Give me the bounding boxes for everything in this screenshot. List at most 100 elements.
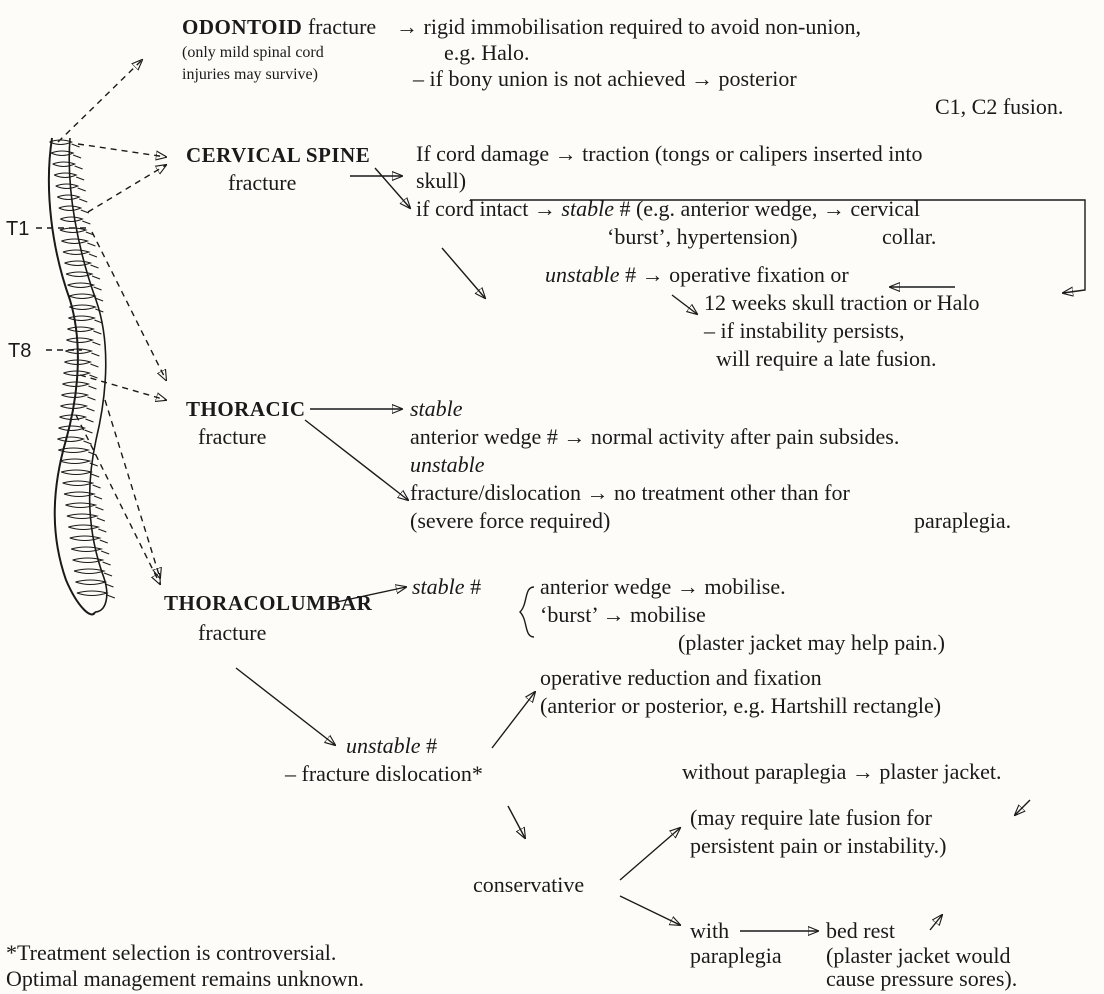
arrow-unstable-to-operative [491, 692, 535, 749]
cervical-title-2: fracture [228, 170, 297, 195]
arrow-late-fusion-up [1015, 799, 1031, 815]
vertebra [53, 172, 78, 179]
spinous-process [98, 528, 107, 533]
thoracic-line-2: anterior wedge # → normal activity after… [410, 424, 900, 449]
flow-arrows [235, 167, 1086, 931]
leader-to-odontoid [57, 60, 142, 143]
cervical-line-3: if cord intact → stable # (e.g. anterior… [416, 196, 920, 222]
arrow-to-conservative [507, 805, 525, 838]
odontoid-heading: ODONTOID fracture [182, 14, 376, 40]
thoracolumbar-op-1: operative reduction and fixation [540, 665, 822, 690]
vertebra [72, 557, 105, 564]
spinous-process [82, 220, 91, 225]
cervical-title: CERVICAL SPINE [186, 143, 371, 167]
arrow-thoracolumbar-stable [331, 587, 406, 604]
spinous-process [93, 286, 102, 291]
spinous-process [91, 275, 101, 280]
vertebra [57, 436, 86, 443]
thoracolumbar-brace-1: anterior wedge → mobilise. [540, 574, 786, 599]
odontoid-line-1: → rigid immobilisation required to avoid… [396, 14, 861, 39]
vertebra [64, 260, 93, 267]
thoracic-line-4: fracture/dislocation → no treatment othe… [410, 480, 850, 505]
spinous-process [105, 583, 114, 588]
vertebra [68, 293, 97, 300]
vertebra [62, 381, 91, 388]
thoracolumbar-unstable: unstable # [346, 733, 437, 759]
thoracolumbar-brace-2: ‘burst’ → mobilise [540, 602, 706, 627]
cervical-line-6: 12 weeks skull traction or Halo [704, 290, 980, 315]
spinous-process [103, 572, 113, 577]
vertebra [59, 458, 92, 465]
odontoid-line-2: e.g. Halo. [444, 40, 530, 65]
spine-outline-front [47, 137, 96, 616]
vertebra [63, 491, 96, 498]
thoracic-stable: stable [410, 396, 463, 421]
thoracolumbar-op-2: (anterior or posterior, e.g. Hartshill r… [540, 693, 942, 718]
thoracolumbar-bed-3: cause pressure sores). [826, 966, 1018, 991]
vertebra [60, 216, 84, 223]
odontoid-line-3: – if bony union is not achieved → poster… [413, 66, 797, 91]
vertebra [62, 480, 95, 487]
vertebra [64, 359, 93, 366]
cervical-unstable: unstable # → operative fixation or [545, 262, 849, 288]
leader-to-thoracic-1 [91, 231, 166, 380]
odontoid-line-4: C1, C2 fusion. [935, 94, 1064, 119]
vertebra [67, 282, 96, 289]
vertebra [59, 227, 88, 234]
thoracolumbar-bed-1: bed rest [826, 918, 896, 943]
spinous-process [92, 341, 101, 346]
arrow-cervical-cord-intact [374, 167, 410, 208]
thoracic-title-2: fracture [198, 424, 267, 449]
arrow-thoracolumbar-unstable [235, 667, 335, 745]
thoracic-unstable: unstable [410, 452, 485, 477]
vertebra [62, 249, 91, 256]
spinous-process [100, 550, 110, 555]
spinous-process [93, 495, 103, 500]
spinous-process [74, 165, 83, 170]
spinous-process [86, 407, 95, 412]
spinous-process [88, 253, 98, 258]
thoracolumbar-unstable-2: – fracture dislocation* [285, 761, 483, 786]
spinous-process [71, 143, 80, 148]
brace-stable [519, 586, 535, 638]
thoracolumbar-with-1: with [690, 918, 730, 943]
spinous-process [92, 484, 101, 489]
vertebra [75, 579, 108, 586]
spinous-process [77, 187, 86, 192]
spinous-process [106, 594, 116, 599]
spinous-process [76, 176, 85, 181]
spinous-process [94, 297, 104, 302]
vertebra [69, 535, 102, 542]
vertebra [57, 194, 81, 201]
odontoid-note-2: injuries may survive) [182, 66, 318, 83]
vertebra [73, 568, 106, 575]
thoracolumbar-title-2: fracture [198, 620, 267, 645]
leader-to-thoracic-2 [79, 374, 166, 400]
thoracic-title: THORACIC [186, 397, 306, 421]
cervical-line-4b: collar. [882, 224, 937, 249]
footnote-line-1: *Treatment selection is controversial. [6, 940, 337, 965]
thoracolumbar-conservative: conservative [473, 872, 585, 897]
cervical-line-2: skull) [416, 168, 467, 193]
thoracolumbar-title: THORACOLUMBAR [164, 591, 373, 615]
vertebra [60, 403, 89, 410]
label-t8: T8 [8, 340, 32, 362]
arrow-thoracic-unstable [304, 419, 408, 500]
thoracolumbar-unstable-b: # [420, 733, 438, 758]
spinous-process [79, 198, 88, 203]
vertebra [61, 238, 90, 245]
leader-to-cervical-1 [77, 143, 166, 157]
thoracolumbar-brace-3: (plaster jacket may help pain.) [678, 630, 945, 655]
spinous-process [84, 429, 93, 434]
spinous-process [102, 561, 111, 566]
spinous-process [88, 385, 97, 390]
thoracolumbar-stable-a: stable [412, 574, 465, 599]
odontoid-title-suffix: fracture [302, 14, 377, 39]
spinous-process [89, 462, 98, 467]
thoracolumbar-with-2: paraplegia [690, 943, 782, 968]
spinous-process [90, 264, 99, 269]
vertebra [61, 392, 90, 399]
vertebra [68, 315, 97, 322]
vertebra [67, 326, 96, 333]
